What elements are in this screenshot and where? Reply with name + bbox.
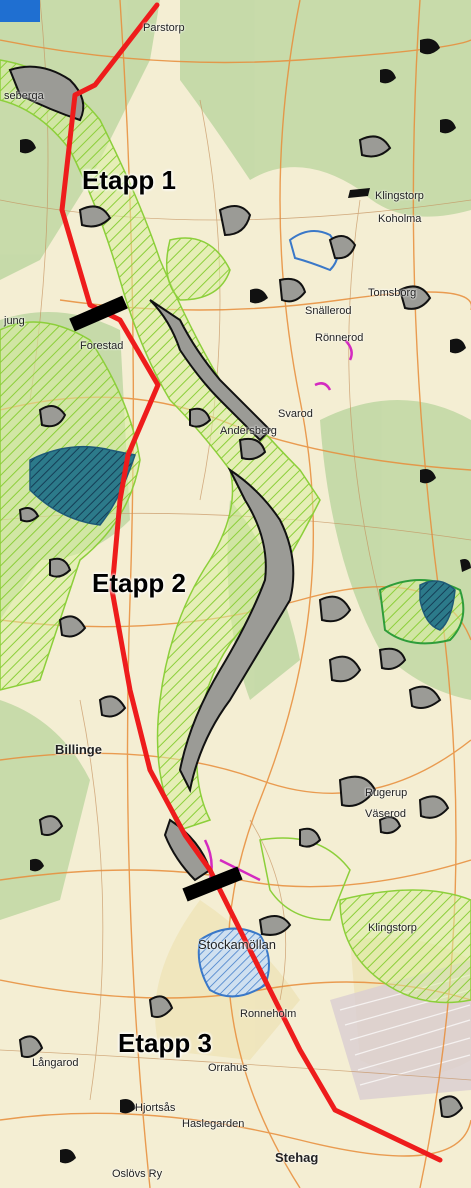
place-label-andersberg: Andersberg bbox=[220, 425, 277, 437]
place-label-forestad: Forestad bbox=[80, 340, 124, 352]
place-label-haslegarden: Haslegarden bbox=[182, 1118, 245, 1130]
stage-label-2: Etapp 2 bbox=[92, 568, 186, 598]
place-label-ronneholm: Ronneholm bbox=[240, 1008, 297, 1020]
corner-tab bbox=[0, 0, 40, 22]
place-label-ronnerod: Rönnerod bbox=[315, 332, 364, 344]
place-label-klingstorp-north: Klingstorp bbox=[375, 190, 424, 202]
place-label-vaserod: Väserod bbox=[365, 808, 406, 820]
place-label-tomsborg: Tomsborg bbox=[368, 287, 417, 299]
place-label-klingstorp-south: Klingstorp bbox=[368, 922, 417, 934]
place-label-billinge: Billinge bbox=[55, 742, 102, 757]
black-patches bbox=[20, 38, 471, 1164]
protected-area-east bbox=[419, 580, 456, 631]
place-label-snallerod: Snällerod bbox=[305, 305, 352, 317]
place-label-koholma: Koholma bbox=[378, 213, 422, 225]
place-label-svarod: Svarod bbox=[278, 408, 313, 420]
place-label-seberga: seberga bbox=[4, 90, 44, 102]
route-line bbox=[59, 2, 443, 1163]
stage-label-1: Etapp 1 bbox=[82, 165, 176, 195]
green-area-south bbox=[259, 837, 351, 921]
green-area-north bbox=[165, 237, 231, 301]
place-label-rugerup: Rugerup bbox=[365, 787, 408, 799]
stage-break-1-2 bbox=[69, 295, 128, 332]
place-label-hjortsas: Hjortsås bbox=[135, 1102, 176, 1114]
magenta-features bbox=[203, 339, 353, 882]
place-label-stehag: Stehag bbox=[275, 1150, 319, 1165]
place-label-jung: jung bbox=[4, 315, 25, 327]
place-label-orrahus: Orrahus bbox=[208, 1062, 248, 1074]
place-label-parstorp: Parstorp bbox=[143, 22, 185, 34]
green-area-southeast bbox=[339, 889, 471, 1004]
stage-break-2-3 bbox=[182, 866, 243, 902]
place-label-langarod: Långarod bbox=[32, 1057, 79, 1069]
wetland-patches bbox=[8, 65, 464, 1118]
place-label-oslovs-ry: Oslövs Ry bbox=[112, 1168, 163, 1180]
stage-label-3: Etapp 3 bbox=[118, 1028, 212, 1058]
place-label-stockamollan: Stockamöllan bbox=[198, 937, 277, 952]
